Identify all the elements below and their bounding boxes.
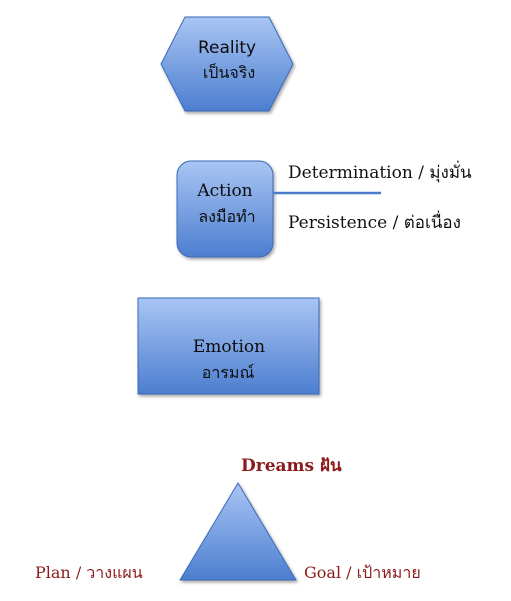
emotion-box xyxy=(137,297,320,395)
reality-hexagon xyxy=(160,16,294,112)
emotion-subtitle: อารมณ์ xyxy=(201,363,255,382)
action-subtitle: ลงมือทำ xyxy=(198,207,256,226)
goal-label: Goal / เป้าหมาย xyxy=(304,563,421,582)
determination-label: Determination / มุ่งมั่น xyxy=(288,163,472,183)
persistence-label: Persistence / ต่อเนื่อง xyxy=(288,213,461,233)
emotion-title: Emotion xyxy=(192,337,266,357)
reality-subtitle: เป็นจริง xyxy=(202,63,256,82)
action-box xyxy=(176,160,274,258)
plan-label: Plan / วางแผน xyxy=(35,563,143,582)
dreams-title: Dreams ฝัน xyxy=(241,456,342,476)
reality-title: Reality xyxy=(197,38,257,58)
action-title: Action xyxy=(197,181,253,201)
dreams-triangle xyxy=(179,482,297,581)
